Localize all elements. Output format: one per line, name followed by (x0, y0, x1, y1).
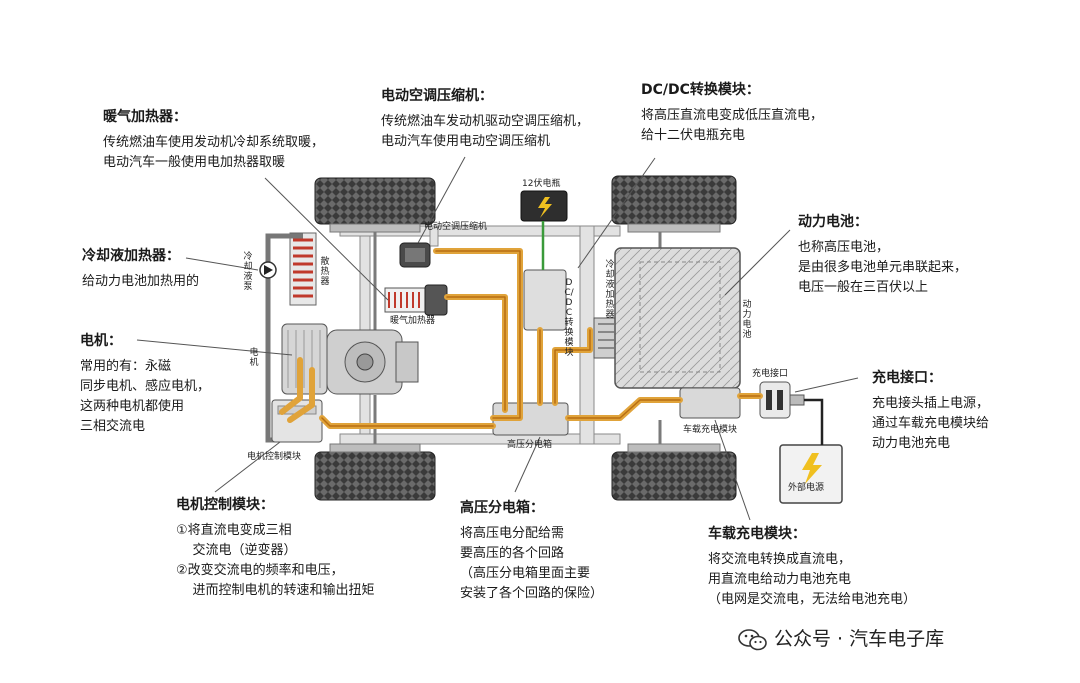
annotation-compressor-line: 传统燃油车发动机驱动空调压缩机， (381, 114, 590, 129)
annotation-motor-title: 电机： (80, 333, 122, 349)
annotation-charge-port: 充电接口： 充电接头插上电源， 通过车载充电模块给 动力电池充电 (872, 368, 989, 454)
annotation-hv-box-title: 高压分电箱： (460, 500, 544, 516)
annotation-motor: 电机： 常用的有：永磁 同步电机、感应电机， 这两种电机都使用 三相交流电 (80, 331, 210, 437)
watermark: 公众号 · 汽车电子库 (738, 624, 944, 652)
coolant-pump (259, 261, 277, 279)
annotation-motor-line: 常用的有：永磁 (80, 359, 172, 374)
annotation-coolant-heater: 冷却液加热器： 给动力电池加热用的 (82, 246, 199, 292)
annotation-motor-control-line: 进而控制电机的转速和输出扭矩 (176, 583, 375, 598)
annotation-charger-line: 用直流电给动力电池充电 (708, 572, 852, 587)
annotation-hv-box-line: 安装了各个回路的保险） (460, 586, 604, 601)
charge-port (759, 381, 805, 419)
annotation-hv-box-line: 将高压电分配给需 (460, 526, 565, 541)
annotation-compressor-title: 电动空调压缩机： (381, 88, 493, 104)
external-power (779, 444, 843, 504)
label-charge-port: 充电接口 (752, 367, 788, 379)
annotation-charger-title: 车载充电模块： (708, 526, 806, 542)
rear-left-wheel (314, 443, 436, 501)
motor (281, 323, 419, 395)
cabin-heater (384, 284, 448, 316)
annotation-dcdc-line: 将高压直流电变成低压直流电， (641, 108, 824, 123)
annotation-battery: 动力电池： 也称高压电池， 是由很多电池单元串联起来， 电压一般在三百伏以上 (798, 212, 967, 298)
label-radiator: 散热器 (320, 257, 330, 287)
annotation-hv-box-line: 要高压的各个回路 (460, 546, 565, 561)
annotation-motor-control-line: ②改变交流电的频率和电压， (176, 563, 344, 578)
label-hv-box: 高压分电箱 (507, 438, 552, 450)
external-power-cable (804, 398, 824, 445)
label-coolant-heater: 冷却液加热器 (605, 260, 615, 320)
radiator (289, 232, 317, 306)
annotation-heater-line: 传统燃油车使用发动机冷却系统取暖， (103, 135, 325, 150)
label-motor-control: 电机控制模块 (247, 450, 301, 462)
traction-battery (614, 247, 741, 389)
label-heater: 暖气加热器 (390, 314, 435, 326)
annotation-coolant-heater-title: 冷却液加热器： (82, 248, 180, 264)
annotation-compressor-line: 电动汽车使用电动空调压缩机 (381, 134, 551, 149)
annotation-motor-control-line: 交流电（逆变器） (176, 543, 297, 558)
annotation-heater-title: 暖气加热器： (103, 109, 187, 125)
annotation-charger-line: 将交流电转换成直流电， (708, 552, 852, 567)
annotation-coolant-heater-line: 给动力电池加热用的 (82, 274, 200, 289)
annotation-charger-line: （电网是交流电，无法给电池充电） (708, 592, 917, 607)
annotation-motor-line: 这两种电机都使用 (80, 399, 185, 414)
ac-compressor (399, 242, 431, 268)
annotation-charge-port-line: 充电接头插上电源， (872, 396, 990, 411)
label-charger: 车载充电模块 (683, 423, 737, 435)
annotation-compressor: 电动空调压缩机： 传统燃油车发动机驱动空调压缩机， 电动汽车使用电动空调压缩机 (381, 86, 589, 152)
axles (373, 232, 662, 444)
wechat-icon (738, 628, 767, 650)
label-compressor: 电动空调压缩机 (424, 220, 487, 232)
leader-lines (136, 156, 859, 521)
watermark-text: 公众号 · 汽车电子库 (774, 628, 945, 650)
annotation-dcdc-title: DC/DC转换模块： (641, 82, 760, 98)
label-battery-12v: 12伏电瓶 (522, 177, 560, 189)
annotation-motor-line: 三相交流电 (80, 419, 146, 434)
annotation-heater: 暖气加热器： 传统燃油车使用发动机冷却系统取暖， 电动汽车一般使用电加热器取暖 (103, 107, 324, 173)
annotation-battery-line: 也称高压电池， (798, 240, 890, 255)
annotation-motor-control-title: 电机控制模块： (176, 497, 274, 513)
rear-right-wheel (611, 443, 737, 501)
battery-12v (520, 190, 568, 222)
label-dcdc: DC/DC转换模块 (564, 278, 574, 358)
annotation-charger: 车载充电模块： 将交流电转换成直流电， 用直流电给动力电池充电 （电网是交流电，… (708, 524, 916, 610)
coolant-heater (593, 317, 619, 359)
dcdc-module (523, 269, 567, 331)
front-left-wheel (314, 177, 436, 233)
annotation-charge-port-line: 动力电池充电 (872, 436, 951, 451)
on-board-charger (679, 387, 741, 419)
label-coolant-pump: 冷却液泵 (243, 252, 253, 292)
annotation-dcdc-line: 给十二伏电瓶充电 (641, 128, 746, 143)
label-external-power: 外部电源 (788, 481, 824, 493)
annotation-motor-control-line: ①将直流电变成三相 (176, 523, 292, 538)
annotation-hv-box: 高压分电箱： 将高压电分配给需 要高压的各个回路 （高压分电箱里面主要 安装了各… (460, 498, 603, 604)
front-right-wheel (611, 175, 737, 233)
annotation-battery-title: 动力电池： (798, 214, 868, 230)
annotation-motor-control: 电机控制模块： ①将直流电变成三相 交流电（逆变器） ②改变交流电的频率和电压，… (176, 495, 375, 601)
annotation-battery-line: 是由很多电池单元串联起来， (798, 260, 968, 275)
annotation-dcdc: DC/DC转换模块： 将高压直流电变成低压直流电， 给十二伏电瓶充电 (641, 80, 823, 146)
annotation-motor-line: 同步电机、感应电机， (80, 379, 211, 394)
label-battery: 动力电池 (742, 300, 752, 340)
annotation-battery-line: 电压一般在三百伏以上 (798, 280, 929, 295)
cable-core (321, 250, 761, 427)
annotation-charge-port-line: 通过车载充电模块给 (872, 416, 990, 431)
annotation-charge-port-title: 充电接口： (872, 370, 942, 386)
annotation-hv-box-line: （高压分电箱里面主要 (460, 566, 591, 581)
label-motor: 电机 (249, 348, 259, 368)
annotation-heater-line: 电动汽车一般使用电加热器取暖 (103, 155, 286, 170)
